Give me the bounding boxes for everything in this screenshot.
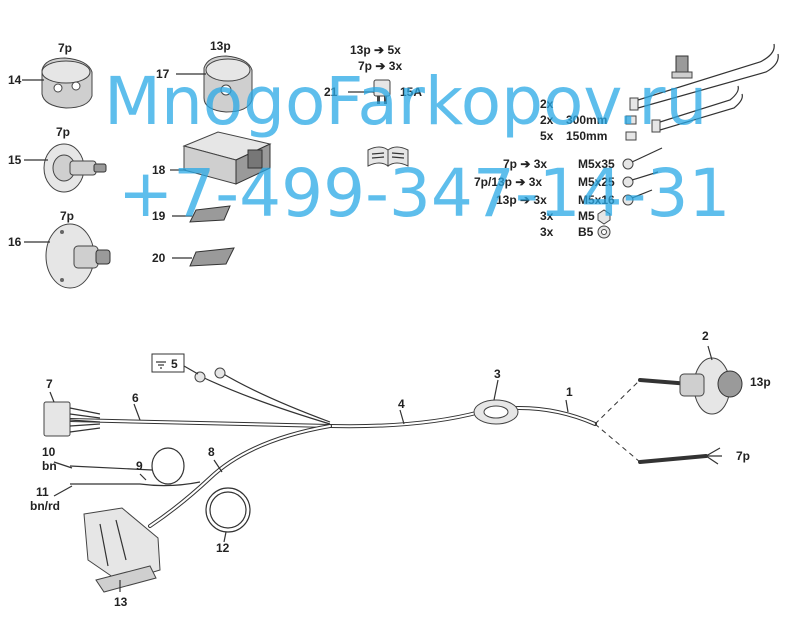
tie-head-icon-b	[625, 131, 637, 141]
adhesive-pad-part-20	[172, 247, 235, 267]
part-17-number: 17	[156, 67, 170, 81]
ecu-connector-part-7	[43, 391, 101, 437]
control-module-part-18	[170, 131, 272, 185]
hw-desc-5: M5x16	[578, 193, 615, 207]
part-17-title: 13p	[210, 39, 231, 53]
label-3: 3	[494, 367, 501, 381]
socket-13p-part-17	[176, 55, 253, 113]
socket-13p-part-2	[679, 345, 743, 415]
label-13: 13	[114, 595, 128, 609]
hw-desc-4: M5x25	[578, 175, 615, 189]
hw-desc-3: M5x35	[578, 157, 615, 171]
ring-terminal-a	[194, 371, 206, 383]
part-14-title: 7p	[58, 41, 72, 55]
fuse-count-13p: 13p ➔ 5x	[350, 43, 401, 57]
part-21-number: 21	[324, 85, 338, 99]
label-12: 12	[216, 541, 230, 555]
hw-qty-7: 3x	[540, 225, 554, 239]
hw-qty-6: 3x	[540, 209, 554, 223]
cable-7p	[638, 454, 708, 464]
label-5: 5	[171, 357, 178, 371]
hw-desc-1: 300mm	[566, 113, 607, 127]
fuse-rating: 15A	[400, 85, 422, 99]
part-20-number: 20	[152, 251, 166, 265]
hw-desc-7: B5	[578, 225, 594, 239]
adhesive-pad-part-19	[172, 205, 231, 223]
hardware-list: 2x 2x 300mm 5x 150mm 7p ➔ 3x M5x35 7p/13…	[474, 97, 637, 239]
hw-qty-4: 7p/13p ➔ 3x	[474, 175, 542, 189]
hw-qty-0: 2x	[540, 97, 554, 111]
part-15-number: 15	[8, 153, 22, 167]
plug-7p-part-15	[24, 143, 107, 193]
hw-qty-3: 7p ➔ 3x	[503, 157, 547, 171]
label-10: 10	[42, 445, 56, 459]
output-7p-label: 7p	[736, 449, 750, 463]
part-16-number: 16	[8, 235, 22, 249]
label-6: 6	[132, 391, 139, 405]
ground-wire-a	[199, 375, 331, 425]
branch-cable-8	[148, 424, 332, 528]
label-8: 8	[208, 445, 215, 459]
ground-symbol-box	[151, 353, 185, 373]
label-9: 9	[136, 459, 143, 473]
wire-color-bn: bn	[42, 459, 57, 473]
hw-desc-6: M5	[578, 209, 595, 223]
dashed-line-to-13p	[594, 379, 641, 425]
label-4: 4	[398, 397, 405, 411]
nut-icon	[597, 209, 611, 225]
hw-qty-5: 13p ➔ 3x	[496, 193, 547, 207]
manual-book-icon	[367, 146, 409, 167]
fuse-part-21	[348, 79, 391, 104]
part-15-title: 7p	[56, 125, 70, 139]
watermark-phone: +7-499-347-14-31	[118, 155, 730, 232]
tie-head-icon-a	[625, 115, 637, 125]
plate-7p-part-16	[24, 223, 111, 289]
hw-qty-2: 5x	[540, 129, 554, 143]
hw-qty-1: 2x	[540, 113, 554, 127]
screws-illustration	[597, 147, 663, 239]
output-13p-label: 13p	[750, 375, 771, 389]
ring-terminal-b	[214, 367, 226, 379]
hw-desc-2: 150mm	[566, 129, 607, 143]
label-7: 7	[46, 377, 53, 391]
ground-wire-b	[219, 371, 331, 423]
cable-ties-illustration	[629, 43, 779, 133]
dashed-line-to-7p	[594, 423, 641, 463]
label-1: 1	[566, 385, 573, 399]
wire-coil-12	[205, 487, 251, 533]
part-14-number: 14	[8, 73, 22, 87]
vehicle-connector-part-13	[83, 507, 161, 593]
label-11: 11	[36, 485, 49, 499]
part-18-number: 18	[152, 163, 166, 177]
label-2: 2	[702, 329, 709, 343]
part-16-title: 7p	[60, 209, 74, 223]
wire-color-bnrd: bn/rd	[30, 499, 60, 513]
socket-7p-part-14	[22, 57, 93, 109]
part-19-number: 19	[152, 209, 166, 223]
wire-coil-9	[151, 447, 185, 485]
fuse-count-7p: 7p ➔ 3x	[358, 59, 402, 73]
watermark-site: MnogoFarkopov.ru	[104, 63, 707, 140]
